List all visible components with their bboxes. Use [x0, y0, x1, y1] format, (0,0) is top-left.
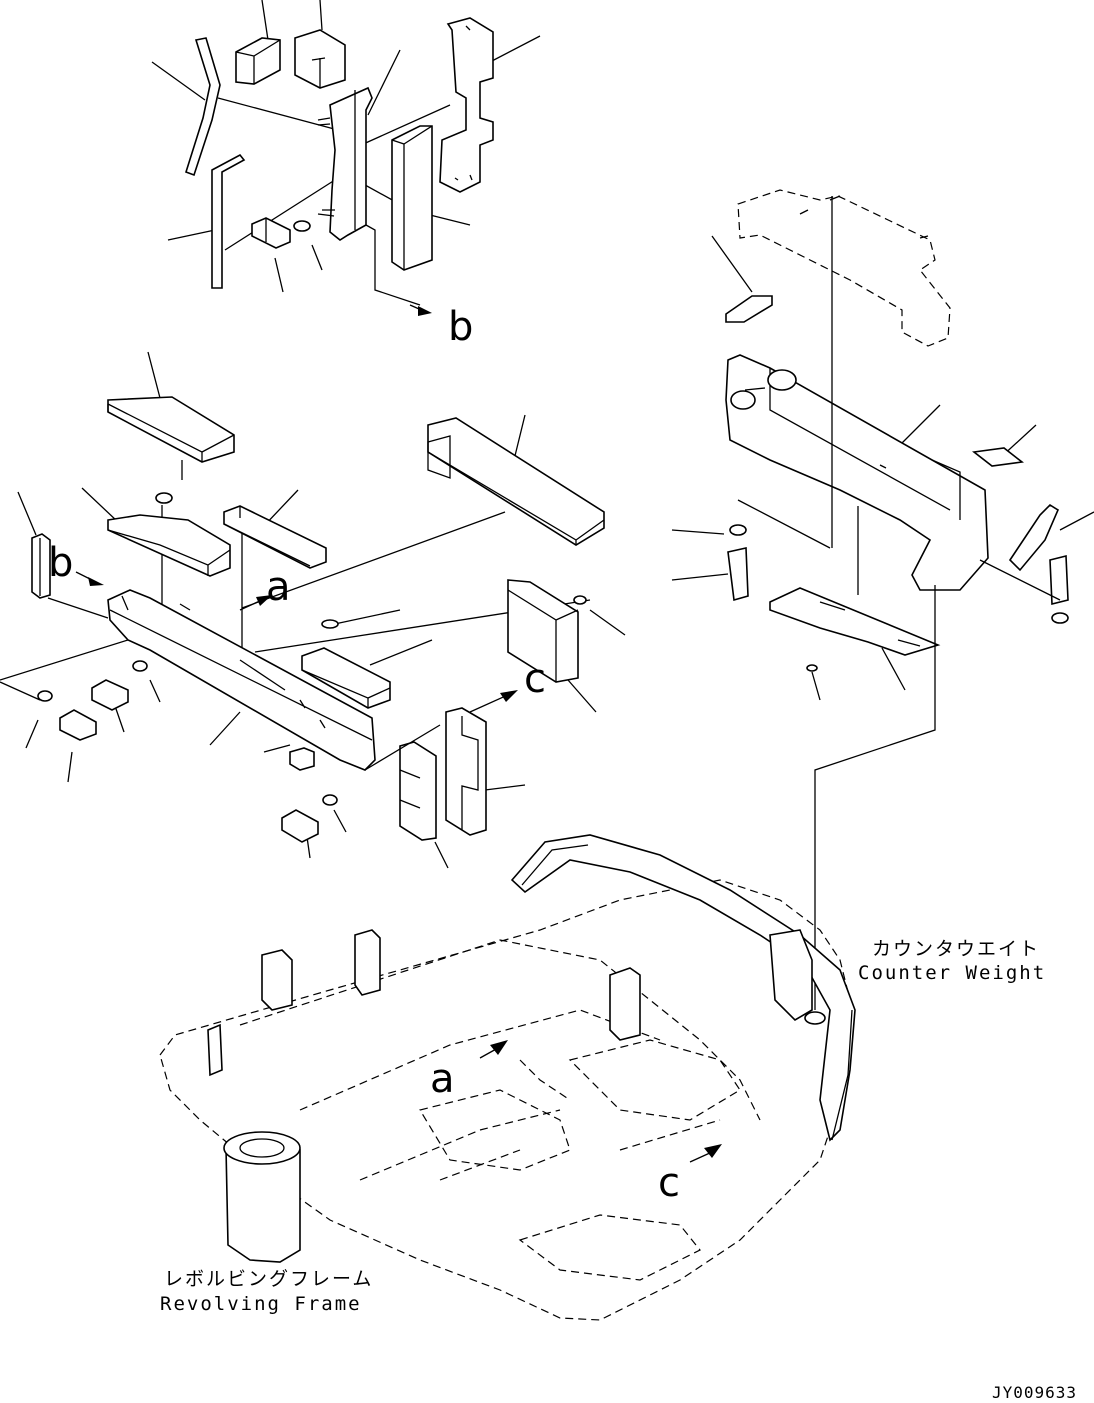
counterweight-bracket-assembly: [671, 189, 1094, 1010]
label-counter-weight-jp: カウンタウエイト: [872, 938, 1040, 960]
callout-b-left: b: [48, 540, 73, 586]
callout-c-frame: c: [658, 1160, 680, 1206]
callout-c-plate: c: [524, 656, 546, 702]
label-counter-weight-en: Counter Weight: [858, 962, 1046, 984]
callout-b-top: b: [448, 304, 473, 350]
middle-bracket-assembly: a b c: [0, 351, 626, 869]
revolving-frame: a c: [159, 834, 856, 1321]
label-revolving-frame-en: Revolving Frame: [160, 1293, 362, 1315]
label-revolving-frame-jp: レボルビングフレーム: [164, 1268, 373, 1290]
drawing-code: JY009633: [992, 1383, 1077, 1402]
upper-bracket-assembly: b: [151, 0, 541, 350]
callout-a-frame: a: [430, 1056, 455, 1102]
callout-a-top: a: [266, 564, 291, 610]
